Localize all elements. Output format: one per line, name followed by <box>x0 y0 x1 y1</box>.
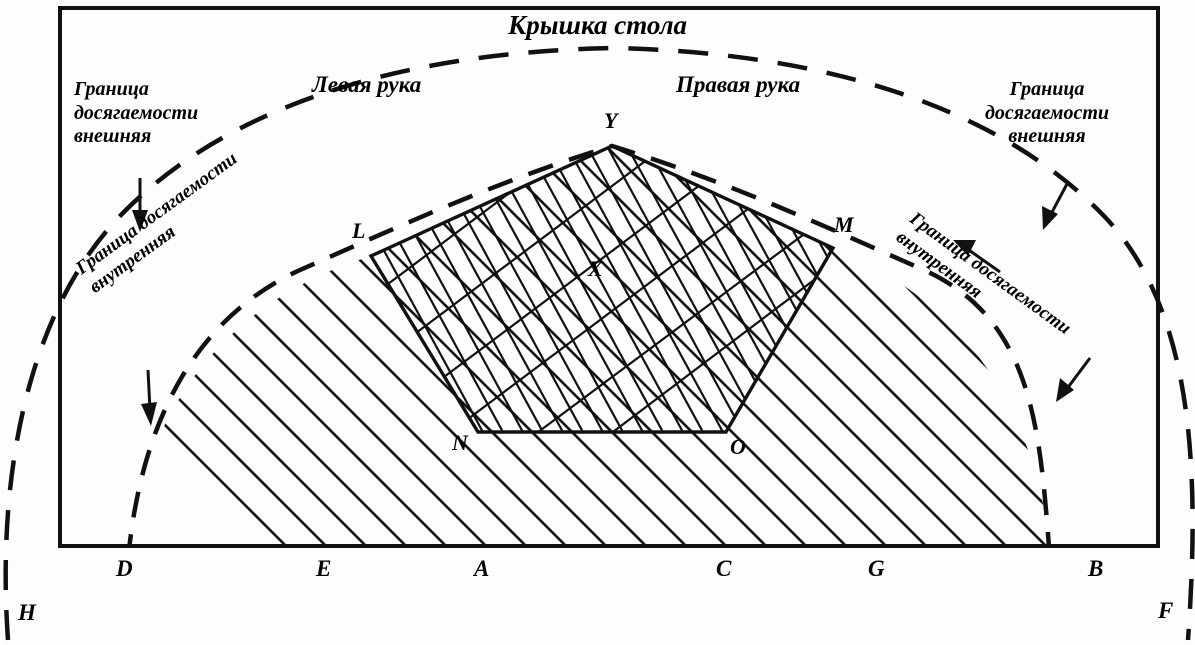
outer-right-line-3: внешняя <box>1008 125 1086 148</box>
axis-label-A: A <box>474 556 489 582</box>
point-label-M: M <box>834 212 854 238</box>
corner-F-text: F <box>1158 598 1174 623</box>
axis-label-D: D <box>116 556 133 582</box>
point-N-text: N <box>452 430 468 455</box>
right-hand-text: Правая рука <box>676 72 801 97</box>
title-text: Крышка стола <box>507 10 688 40</box>
outer-left-line-3: внешняя <box>74 125 152 148</box>
outer-right-arrow <box>1042 181 1070 230</box>
outer-left-line-2: досягаемости <box>74 101 199 124</box>
outer-left-arrow <box>132 178 148 232</box>
corner-label-F: F <box>1158 598 1173 624</box>
outer-left-annotation: Граница досягаемости внешняя <box>74 78 198 149</box>
outer-right-line-1: Граница <box>1009 78 1085 100</box>
point-label-X: X <box>588 256 603 282</box>
left-hand-text: Левая рука <box>312 72 422 97</box>
point-label-O: O <box>730 434 746 460</box>
axis-label-G-text: G <box>868 556 885 581</box>
axis-label-B: B <box>1088 556 1103 582</box>
point-M-text: M <box>834 212 854 237</box>
point-label-Y: Y <box>604 108 617 134</box>
page-title: Крышка стола <box>0 10 1195 41</box>
point-label-L: L <box>352 218 365 244</box>
axis-label-E-text: E <box>316 556 332 581</box>
outer-right-line-2: досягаемости <box>984 101 1110 124</box>
point-Y-text: Y <box>604 108 618 133</box>
point-X-text: X <box>588 256 603 281</box>
axis-label-B-text: B <box>1088 556 1104 581</box>
corner-H-text: H <box>18 600 36 625</box>
point-O-text: O <box>730 434 746 459</box>
axis-label-C: C <box>716 556 731 582</box>
outer-left-line-1: Граница <box>74 78 149 100</box>
axis-label-A-text: A <box>474 556 490 581</box>
left-hand-label: Левая рука <box>312 72 421 98</box>
axis-label-D-text: D <box>116 556 133 581</box>
axis-label-C-text: C <box>716 556 732 581</box>
inner-left-arrow <box>141 369 157 426</box>
point-L-text: L <box>352 218 366 243</box>
work-zone-pentagon <box>368 144 836 434</box>
inner-right-arrow <box>1056 357 1092 402</box>
axis-label-G: G <box>868 556 885 582</box>
point-label-N: N <box>452 430 468 456</box>
outer-right-annotation: Граница досягаемости внешняя <box>962 78 1132 149</box>
corner-label-H: H <box>18 600 36 626</box>
table-frame <box>58 6 1160 548</box>
right-hand-label: Правая рука <box>676 72 800 98</box>
axis-label-E: E <box>316 556 331 582</box>
inner-right-arrow-2 <box>953 240 1001 274</box>
